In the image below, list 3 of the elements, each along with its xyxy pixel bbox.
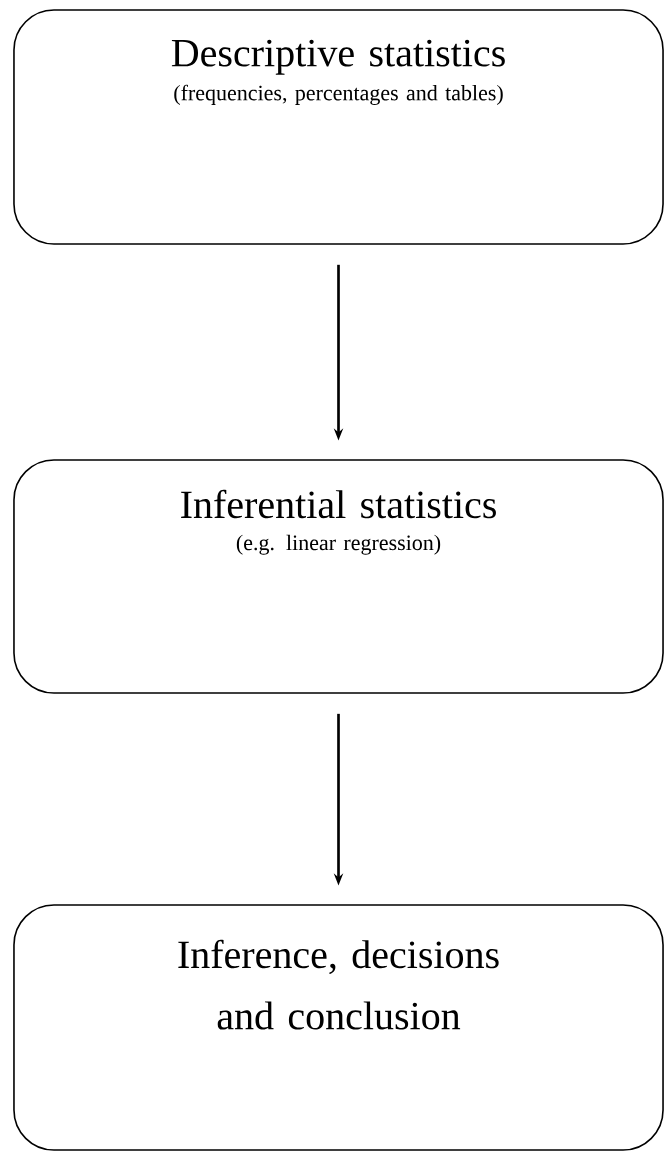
process-box: Inferential statistics (e.g. linear regression): [13, 459, 664, 694]
process-box: Descriptive statistics (frequencies, percentages and tables): [13, 9, 664, 245]
process-box: Inference, decisions and conclusion: [13, 904, 664, 1151]
